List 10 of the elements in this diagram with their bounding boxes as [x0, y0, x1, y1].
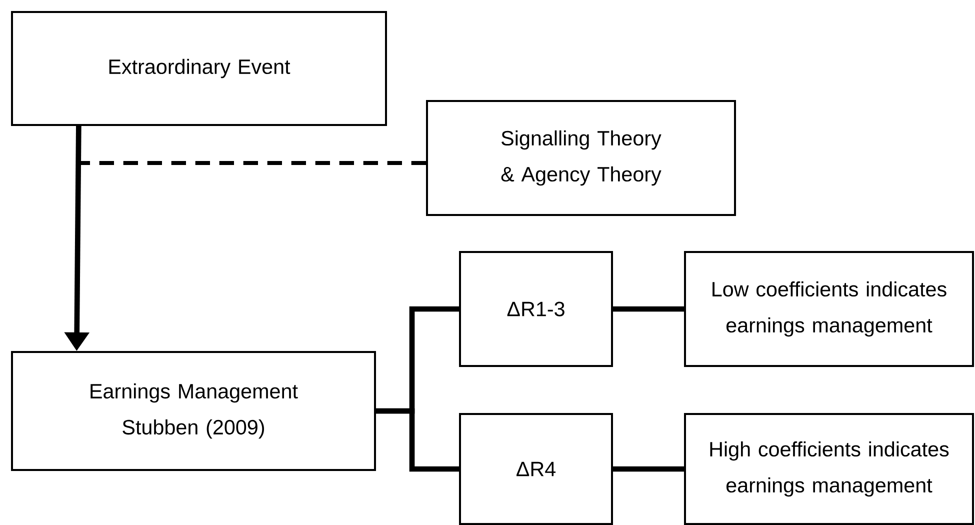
- process-box: ΔR1-3: [459, 251, 613, 367]
- process-box: Low coefficients indicates earnings management: [684, 251, 974, 367]
- process-box: Earnings Management Stubben (2009): [11, 351, 376, 471]
- process-box: Signalling Theory & Agency Theory: [426, 100, 736, 216]
- process-box: Extraordinary Event: [11, 11, 387, 126]
- connector-line: [376, 408, 459, 472]
- connector-line: [613, 466, 684, 472]
- connector-line: [613, 306, 684, 312]
- process-box: High coefficients indicates earnings management: [684, 413, 974, 525]
- process-box: ΔR4: [459, 413, 613, 525]
